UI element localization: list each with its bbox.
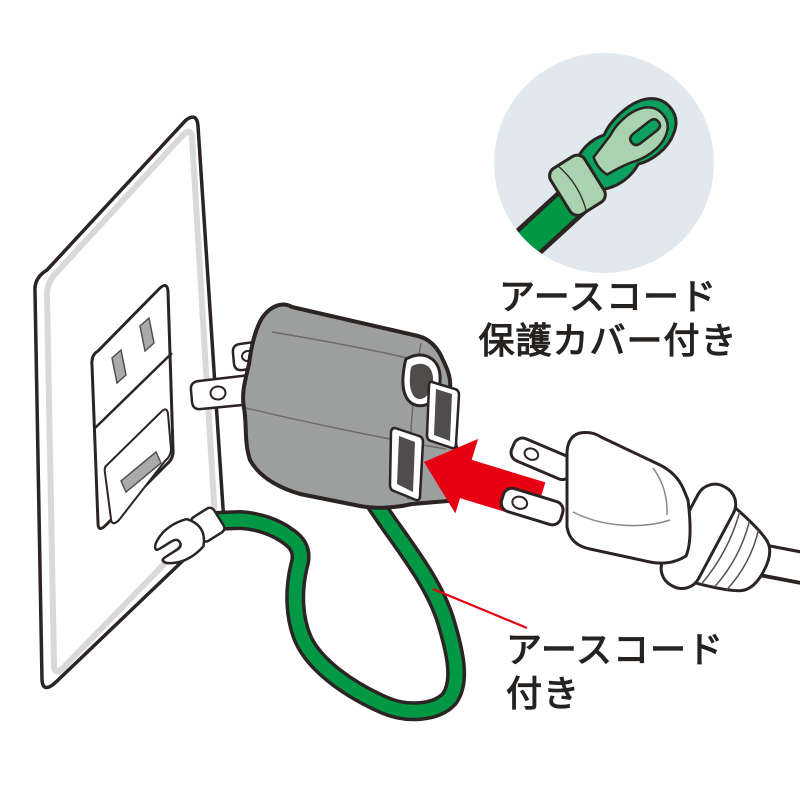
plug-rear bbox=[659, 482, 772, 593]
plug-body bbox=[565, 431, 692, 565]
earth-fork-terminal bbox=[153, 506, 226, 565]
blade-hole-upper bbox=[523, 447, 540, 461]
socket-slot-a bbox=[434, 389, 452, 441]
cord-caption-line2: 付き bbox=[506, 674, 581, 715]
power-plug bbox=[499, 431, 800, 593]
outlet-receptacle bbox=[90, 284, 175, 530]
strain-relief bbox=[687, 501, 772, 593]
receptacle-divider bbox=[93, 352, 173, 430]
adapter-sockets bbox=[388, 353, 461, 502]
leader-line bbox=[432, 587, 528, 630]
prong-hole-lower bbox=[209, 385, 227, 401]
earth-cord bbox=[153, 482, 467, 722]
plug-body-crease-1 bbox=[572, 511, 671, 527]
inset-caption-line2: 保護カバー付き bbox=[478, 321, 738, 362]
earth-terminal-slot bbox=[120, 450, 162, 494]
outlet-slot-right bbox=[139, 316, 155, 353]
cord-caption: アースコード 付き bbox=[506, 629, 724, 717]
inset-cover-sleeve bbox=[548, 153, 607, 217]
terminal-fork bbox=[153, 517, 206, 565]
outlet-slot-left bbox=[111, 348, 127, 385]
cord-caption-line1: アースコード bbox=[506, 630, 725, 671]
inset-caption: アースコード 保護カバー付き bbox=[462, 276, 754, 364]
earth-hole bbox=[409, 363, 434, 399]
plug-blades bbox=[499, 436, 576, 527]
cover-sleeve-fold bbox=[558, 165, 587, 211]
inset-caption-line1: アースコード bbox=[498, 277, 718, 318]
blade-hole-lower bbox=[511, 495, 529, 510]
earth-cord-line bbox=[207, 485, 463, 718]
adapter bbox=[189, 302, 461, 510]
wall-plate bbox=[33, 115, 226, 690]
plug-body-crease-2 bbox=[652, 467, 668, 516]
inset-protective-cover bbox=[592, 106, 669, 176]
strain-relief-ribs bbox=[700, 511, 760, 591]
inset-detail bbox=[494, 53, 714, 273]
socket-slot-b bbox=[397, 436, 415, 492]
